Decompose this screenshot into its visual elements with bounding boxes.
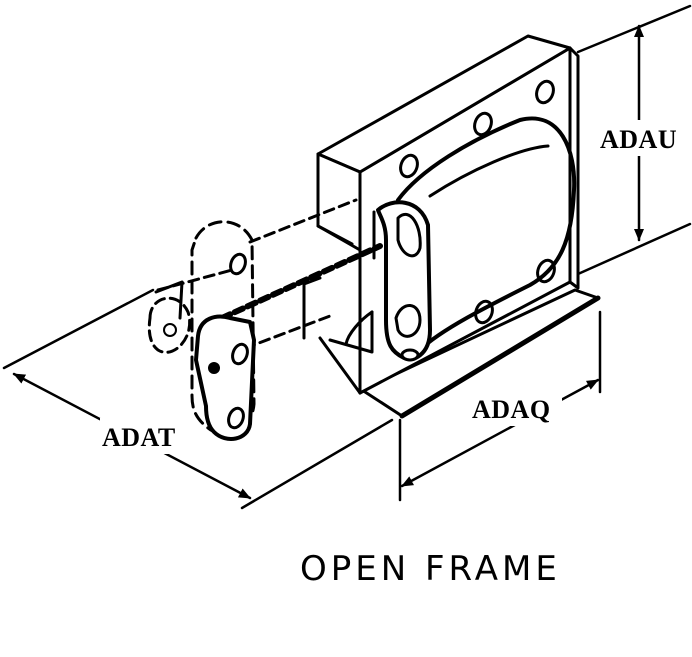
clevis-link bbox=[154, 252, 256, 441]
mounting-hole bbox=[399, 153, 419, 179]
mounting-hole bbox=[535, 79, 555, 105]
mounting-holes bbox=[399, 79, 556, 325]
width-dimension-label: ADAQ bbox=[472, 395, 551, 424]
clevis-link-hidden bbox=[147, 220, 256, 435]
length-dimension-label: ADAT bbox=[102, 423, 176, 452]
plunger-slot bbox=[328, 200, 432, 362]
extension-lines bbox=[2, 4, 692, 510]
height-dimension-label: ADAU bbox=[600, 125, 677, 154]
diagram-caption: OPEN FRAME bbox=[300, 549, 561, 589]
mounting-hole bbox=[473, 111, 493, 137]
width-dimension-line bbox=[400, 378, 600, 488]
coil-housing bbox=[396, 116, 577, 352]
